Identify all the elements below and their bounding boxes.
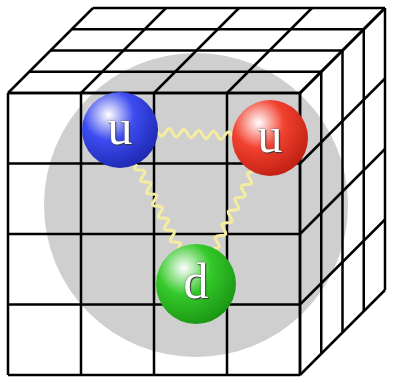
lattice-line [51,49,343,52]
proton-disc [44,53,348,357]
lattice-line [300,220,385,305]
lattice-grid [8,8,385,375]
lattice-line [93,7,385,10]
lattice-line [72,28,364,31]
lattice-line [8,233,300,236]
lattice-line [227,8,312,93]
lattice-line [384,8,387,290]
quark-ball: u [82,92,158,168]
quark-label: d [184,256,209,306]
quark-label: u [108,102,133,152]
lattice-line [8,374,300,377]
gluon-line [135,164,181,248]
quark-ball: u [232,100,308,176]
quark-ball: d [156,244,236,324]
lattice-line [300,8,385,93]
lattice-line [363,29,366,311]
lattice-line [341,51,344,333]
gluon-line [214,172,253,248]
lattice-line [8,303,300,306]
quark-label: u [258,110,283,160]
gluon-line [158,129,232,140]
lattice-line [300,290,385,375]
